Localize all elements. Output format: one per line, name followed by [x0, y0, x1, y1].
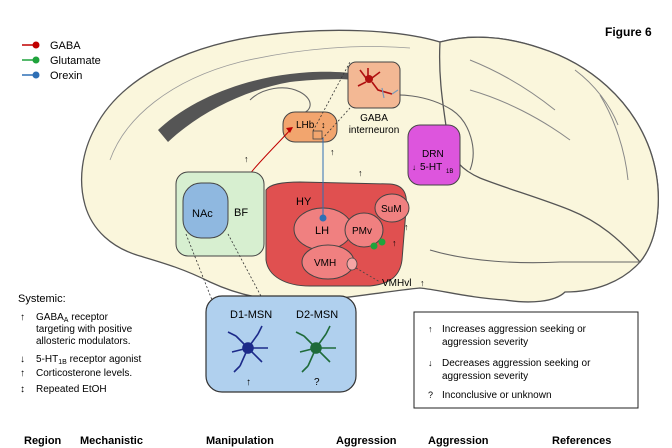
vmhvl-label: VMHvl [382, 278, 411, 289]
cerebellum-fold [574, 69, 619, 126]
pmv-region [344, 212, 384, 248]
gaba-interneuron-icon [357, 68, 399, 99]
key-increase-line1: Increases aggression seeking or [442, 324, 587, 335]
systemic-item-gaba: GABAA receptor [36, 312, 109, 324]
glutamate-dot [378, 238, 386, 246]
brainstem-outline [429, 249, 640, 264]
legend: GABA Glutamate Orexin [22, 40, 101, 82]
lhb-arrow: ↕ [321, 120, 326, 130]
key-box [413, 311, 639, 409]
table-header: Mechanistic [80, 435, 143, 447]
legend-label-glutamate: Glutamate [50, 55, 101, 67]
drn-arrow: ↓ [412, 163, 416, 172]
zoom-line [321, 107, 351, 140]
cerebellum-fold [599, 94, 629, 181]
systemic-symbol: ↕ [20, 384, 25, 395]
gaba-interneuron-label: GABA [360, 113, 388, 124]
figure-label: Figure 6 [605, 25, 652, 39]
systemic-item-etoh: Repeated EtOH [36, 384, 107, 395]
hy-top-arrow: ↑ [358, 168, 363, 178]
key-symbol: ↓ [428, 358, 433, 368]
key-increase-line2: aggression severity [442, 337, 528, 348]
systemic-title: Systemic: [18, 293, 66, 305]
gaba-interneuron-label: interneuron [349, 125, 400, 136]
table-header-row: Region Mechanistic Manipulation Aggressi… [24, 435, 611, 447]
key-decrease-line1: Decreases aggression seeking or [442, 358, 591, 369]
systemic-symbol: ↑ [20, 312, 25, 323]
gaba-projection-arrowhead [286, 127, 293, 133]
lhb-region [282, 111, 338, 143]
nac-label: NAc [192, 208, 213, 220]
zoom-line [227, 233, 263, 299]
table-header: Aggression [336, 435, 397, 447]
drn-receptor-sub: 1B [446, 169, 453, 175]
cerebellum-fold [469, 59, 556, 111]
vmhvl-pointer [355, 267, 381, 283]
hy-label: HY [296, 196, 312, 208]
systemic-list: Systemic: ↑ GABAA receptor targeting wit… [18, 293, 142, 395]
sum-arrow: ↑ [404, 222, 409, 232]
lhb-below-arrow: ↑ [330, 147, 335, 157]
systemic-symbol: ↑ [20, 368, 25, 379]
key-decrease-line2: aggression severity [442, 371, 528, 382]
key-list: ↑ Increases aggression seeking or aggres… [428, 324, 591, 401]
d2-msn-effect: ? [314, 377, 320, 388]
legend-item-glutamate: Glutamate [22, 55, 101, 67]
systemic-item-gaba-line3: allosteric modulators. [36, 336, 130, 347]
msn-box [205, 295, 357, 393]
drn-region [407, 124, 461, 186]
lhb-label: LHb [296, 120, 315, 131]
vmh-label: VMH [314, 258, 336, 269]
legend-item-orexin: Orexin [22, 70, 82, 82]
lhb-zoom-square [312, 130, 323, 140]
corpus-callosum [158, 71, 360, 142]
table-header: Aggression [428, 435, 489, 447]
systemic-symbol: ↓ [20, 354, 25, 365]
vmhvl-region [346, 257, 358, 271]
pmv-arrow: ↑ [392, 238, 397, 248]
nac-region [182, 182, 229, 239]
hippocampus-outline [249, 87, 311, 115]
d1-msn-effect: ↑ [246, 377, 251, 388]
cortex-layer-line [109, 46, 411, 161]
systemic-item-gaba-line2: targeting with positive [36, 324, 133, 335]
zoom-line [312, 61, 351, 132]
table-header: References [552, 435, 611, 447]
systemic-item-corticosterone: Corticosterone levels. [36, 368, 132, 379]
bf-label: BF [234, 207, 248, 219]
glutamate-dot [370, 242, 378, 250]
d2-msn-label: D2-MSN [296, 309, 338, 321]
legend-item-gaba: GABA [22, 40, 81, 52]
d1-msn-label: D1-MSN [230, 309, 272, 321]
table-header: Region [24, 435, 62, 447]
d1-msn-neuron-icon [227, 325, 268, 373]
vmhvl-arrow: ↑ [420, 278, 425, 288]
key-unknown: Inconclusive or unknown [442, 390, 552, 401]
legend-label-orexin: Orexin [50, 70, 82, 82]
pmv-label: PMv [352, 226, 372, 237]
lh-label: LH [315, 225, 329, 237]
orexin-source-dot [319, 214, 327, 222]
drn-label: DRN [422, 149, 444, 160]
legend-label-gaba: GABA [50, 40, 81, 52]
d2-msn-neuron-icon [295, 325, 336, 373]
cerebellum-fold [469, 89, 571, 141]
hy-left-arrow: ↑ [244, 154, 249, 164]
key-symbol: ? [428, 390, 433, 400]
table-header: Manipulation [206, 435, 274, 447]
drn-receptor: 5-HT [420, 162, 442, 173]
key-symbol: ↑ [428, 324, 433, 334]
sum-label: SuM [381, 204, 402, 215]
sum-region [374, 193, 410, 223]
systemic-item-5ht1b: 5-HT1B receptor agonist [36, 354, 142, 366]
